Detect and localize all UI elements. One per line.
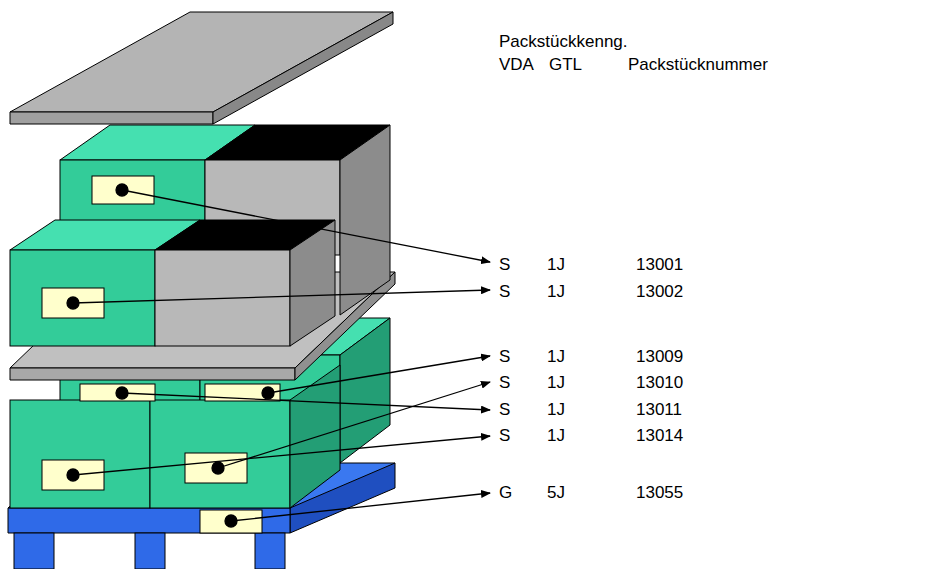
package-id-text: S: [499, 347, 510, 367]
column-heading: Packstückkenng.: [499, 32, 628, 52]
package-id-text: 13055: [636, 483, 683, 503]
package-id-text: 5J: [547, 483, 565, 503]
column-heading: Packstücknummer: [628, 55, 768, 75]
package-id-text: S: [499, 282, 510, 302]
package-id-text: 13001: [636, 255, 683, 275]
package-id-text: 13010: [636, 373, 683, 393]
package-id-text: 13011: [636, 400, 682, 420]
package-id-text: S: [499, 400, 510, 420]
package-id-text: 13009: [636, 347, 683, 367]
column-heading: VDA: [499, 55, 534, 75]
package-id-text: 1J: [547, 373, 565, 393]
package-id-text: G: [499, 483, 512, 503]
package-id-text: S: [499, 426, 510, 446]
package-id-text: 1J: [547, 426, 565, 446]
package-id-text: 1J: [547, 255, 565, 275]
column-heading: GTL: [549, 55, 582, 75]
package-id-text: 1J: [547, 282, 565, 302]
package-id-text: 1J: [547, 347, 565, 367]
package-id-text: 1J: [547, 400, 565, 420]
package-id-text: S: [499, 255, 510, 275]
package-id-text: S: [499, 373, 510, 393]
package-id-text: 13014: [636, 426, 683, 446]
package-id-text: 13002: [636, 282, 683, 302]
